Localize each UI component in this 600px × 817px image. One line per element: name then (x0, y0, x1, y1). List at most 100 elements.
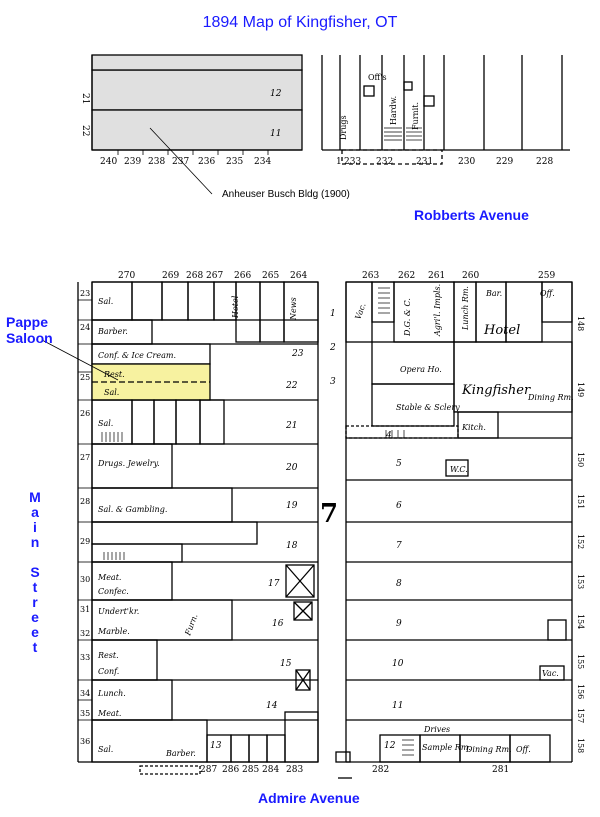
ebiz-kingfisher: Kingfisher (461, 383, 531, 398)
top-row-11: 11 (270, 129, 281, 139)
west-top-268: 268 (186, 271, 203, 281)
west-side-34: 34 (80, 689, 90, 698)
top-lot-1: 1 (336, 157, 342, 167)
map-handwritten-labels: 240 239 238 237 236 235 234 1 233 232 23… (80, 73, 585, 775)
top-store-offs: Off's (368, 73, 387, 82)
anheuser-building-top (91, 54, 303, 71)
biz-rest-pappe: Rest. (103, 370, 125, 379)
biz-sal-gambling: Sal. & Gambling. (98, 505, 167, 514)
biz-sal-pappe: Sal. (104, 388, 119, 397)
top-side-22: 22 (80, 125, 90, 136)
west-top-270: 270 (118, 271, 135, 281)
east-lot-7: 7 (396, 541, 402, 551)
top-lot-229: 229 (496, 157, 513, 167)
biz-rest-2: Rest. (97, 651, 119, 660)
east-right-155: 155 (576, 654, 585, 669)
west-lot-22: 22 (285, 381, 298, 391)
top-lot-237: 237 (172, 157, 189, 167)
ebiz-dining: Dining Rm. (527, 393, 574, 402)
top-block (91, 54, 570, 165)
ebiz-vac-1: Vac. (353, 302, 367, 321)
west-side-23: 23 (80, 289, 90, 298)
ebiz-agri: Agri'l. Impls. (433, 284, 442, 337)
west-lot-18: 18 (286, 541, 298, 551)
ebiz-stable: Stable & Sclery (396, 403, 460, 412)
west-lot-14: 14 (266, 701, 278, 711)
east-lot-3: 3 (330, 377, 336, 387)
top-store-hardw: Hardw. (389, 96, 398, 125)
ebiz-lunch: Lunch Rm. (461, 286, 470, 331)
biz-sal-1: Sal. (98, 297, 113, 306)
west-lot-16: 16 (272, 619, 284, 629)
top-lot-239: 239 (124, 157, 141, 167)
east-lot-1: 1 (330, 309, 336, 319)
east-bottom-281: 281 (492, 765, 509, 775)
top-lot-233: 233 (344, 157, 361, 167)
anheuser-leader-line (149, 127, 213, 195)
west-top-266: 266 (234, 271, 251, 281)
label-pappe: Pappe (6, 314, 49, 330)
east-right-157: 157 (576, 708, 585, 723)
ebiz-opera: Opera Ho. (400, 365, 442, 374)
biz-meat-2: Meat. (97, 709, 121, 718)
main-street-letter: t (32, 639, 38, 655)
west-side-32: 32 (80, 629, 90, 638)
west-top-269: 269 (162, 271, 179, 281)
west-lot-20: 20 (285, 463, 298, 473)
east-lot-9: 9 (396, 619, 402, 629)
label-anheuser-busch: Anheuser Busch Bldg (1900) (222, 189, 350, 200)
ebiz-off: Off. (540, 289, 555, 298)
east-right-149: 149 (576, 382, 585, 397)
top-row-12: 12 (270, 89, 282, 99)
top-lot-236: 236 (198, 157, 215, 167)
main-street-letter: e (31, 609, 39, 625)
east-right-150: 150 (576, 452, 585, 467)
top-store-furnit: Furnit. (411, 102, 420, 130)
west-lot-19: 19 (286, 501, 298, 511)
main-street-letter: i (33, 519, 37, 535)
east-bottom-282: 282 (372, 765, 389, 775)
map-title: 1894 Map of Kingfisher, OT (202, 14, 398, 31)
main-street-letter: e (31, 624, 39, 640)
top-store-drugs: Drugs (339, 115, 348, 140)
ebiz-kitch: Kitch. (461, 423, 486, 432)
west-top-264: 264 (290, 271, 307, 281)
west-lot-17: 17 (268, 579, 280, 589)
biz-lunch: Lunch. (97, 689, 126, 698)
east-lot-4: 4 (385, 431, 392, 441)
east-lot-6: 6 (396, 501, 402, 511)
top-lot-230: 230 (458, 157, 475, 167)
east-lot-11: 11 (392, 701, 403, 711)
east-right-148: 148 (576, 316, 585, 331)
west-side-31: 31 (80, 605, 90, 614)
street-robberts-avenue: Robberts Avenue (414, 207, 529, 223)
ebiz-dining-2: Dining Rm. (465, 745, 512, 754)
top-lot-231: 231 (416, 157, 433, 167)
biz-sal-3: Sal. (98, 745, 113, 754)
biz-conf-2: Conf. (98, 667, 119, 676)
west-side-30: 30 (80, 575, 90, 584)
west-top-265: 265 (262, 271, 279, 281)
west-lot-13: 13 (210, 741, 222, 751)
ebiz-hotel: Hotel (483, 323, 520, 338)
west-lot-21: 21 (285, 421, 297, 431)
ebiz-wc: W.C. (450, 465, 468, 474)
west-top-267: 267 (206, 271, 223, 281)
east-top-263: 263 (362, 271, 379, 281)
biz-furn: Furn. (183, 613, 199, 638)
anheuser-building-lower (91, 109, 303, 151)
east-right-158: 158 (576, 738, 585, 753)
main-street-letter: S (30, 564, 40, 580)
ebiz-dg: D.G. & C. (403, 298, 412, 337)
west-side-28: 28 (80, 497, 90, 506)
west-side-36: 36 (80, 737, 90, 746)
biz-marble: Marble. (97, 627, 130, 636)
pappe-leader-line (41, 339, 119, 381)
top-lot-234: 234 (254, 157, 271, 167)
east-lot-8: 8 (396, 579, 402, 589)
west-side-29: 29 (80, 537, 90, 546)
main-street-letter: r (32, 594, 38, 610)
west-bottom-284: 284 (262, 765, 279, 775)
